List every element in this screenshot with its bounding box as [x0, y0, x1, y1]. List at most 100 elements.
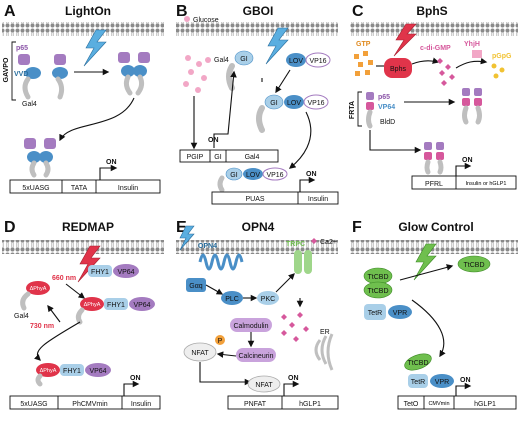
er-icon: [314, 333, 334, 371]
yhjh-enzyme: [472, 50, 482, 58]
calcium-icon: [311, 238, 317, 244]
ttcbd-label: TtCBD: [464, 262, 485, 269]
on-label: ON: [130, 375, 141, 382]
calcineurin-protein: [236, 348, 276, 362]
panel-d-letter: D: [4, 219, 16, 236]
promoter-arrow-icon: [99, 164, 118, 180]
lov-domain: [243, 168, 263, 180]
dna-construct: [9, 179, 161, 194]
fhy1-label: FHY1: [107, 302, 125, 309]
dna-construct: [397, 395, 517, 410]
dna-segment: PUAS: [245, 196, 264, 203]
membrane-icon: [176, 22, 338, 36]
panel-f-letter: F: [352, 219, 362, 236]
promoter-arrow-icon: [455, 162, 472, 176]
fhy1-domain: [104, 298, 128, 310]
vvd-domain: [27, 151, 41, 163]
panel-b: B GBOI Glucose GI Gal4 LOV VP16 GI LOV V…: [176, 3, 339, 205]
dna-segment: CMVmin: [428, 401, 449, 407]
fhy1-label: FHY1: [63, 368, 81, 375]
p65-domain: [366, 92, 374, 100]
vpr-label: VPR: [393, 310, 407, 317]
gtp-label: GTP: [356, 41, 371, 48]
pgpg-label: pGpG: [492, 53, 512, 60]
dna-segment: 5xUASG: [20, 401, 47, 408]
vp64-domain: [366, 102, 374, 110]
plc-label: PLC: [225, 296, 239, 303]
phya-label: ΔPhyA: [40, 368, 57, 374]
p65-domain: [138, 52, 150, 63]
ttcbd-domain: [363, 281, 393, 299]
panel-c-letter: C: [352, 3, 364, 20]
gavpo-bracket: [11, 41, 16, 101]
glucose-icon: [184, 16, 190, 22]
dna-segment: Insulin: [131, 401, 151, 408]
dna-segment: Insulin: [308, 196, 328, 203]
trpc-channel: [294, 250, 302, 274]
bphs-label: Bphs: [390, 66, 406, 73]
binding-arrow: [369, 130, 422, 154]
synthesis-arrow: [411, 57, 440, 65]
vp64-label: VP64: [89, 368, 106, 375]
dna-segment: PNFAT: [244, 401, 267, 408]
panel-e-letter: E: [176, 219, 187, 236]
dna-segment: PFRL: [425, 181, 443, 188]
panel-a: A LightOn GAVPO p65 VVD Gal4: [2, 3, 164, 194]
ttcbd-label: TtCBD: [408, 360, 429, 367]
vp64-domain: [85, 363, 111, 377]
dna-segment: Gal4: [245, 154, 260, 161]
vvd-domain: [133, 65, 147, 77]
tetr-domain: [408, 374, 428, 388]
dna-segment: TATA: [71, 185, 88, 192]
p65-label: p65: [16, 45, 28, 52]
phya-domain: [26, 281, 50, 295]
gal4-domain: [256, 105, 265, 133]
phosphate-label: P: [218, 338, 223, 345]
bphs-enzyme: [384, 58, 412, 78]
dna-segment: Insulin: [118, 185, 138, 192]
promoter-arrow-icon: [455, 382, 472, 396]
gal4-label: Gal4: [214, 57, 229, 64]
gal4-domain: [43, 160, 51, 178]
ttcbd-domain: [457, 255, 491, 273]
nfat-label: NFAT: [191, 350, 209, 357]
binding-arrow: [59, 97, 135, 142]
binding-arrow: [33, 321, 81, 361]
frta-label: FRTA: [349, 101, 356, 119]
gi-domain: [234, 50, 254, 66]
vvd-label: VVD: [14, 71, 28, 78]
vp16-label: VP16: [309, 58, 326, 65]
calcineurin-label: Calcineurin: [238, 353, 273, 360]
gtp-molecules: [354, 51, 373, 76]
dna-construct: [411, 175, 517, 190]
vp16-domain: [262, 167, 288, 181]
vvd-domain: [39, 151, 53, 163]
vpr-domain: [430, 374, 454, 388]
gal4-domain: [217, 175, 225, 193]
cdigmp-label: c-di-GMP: [420, 45, 451, 52]
nm730-label: 730 nm: [30, 323, 54, 330]
promoter-arrow-icon: [123, 380, 140, 396]
gi-domain: [264, 94, 284, 110]
panel-b-title: GBOI: [243, 4, 274, 18]
calcium-ions: [281, 312, 309, 342]
fhy1-domain: [88, 265, 112, 277]
dna-segment: TetO: [404, 401, 419, 408]
yhjh-label: YhjH: [464, 41, 480, 48]
dna-construct: [211, 191, 339, 205]
dna-segment: hGLP1: [474, 401, 496, 408]
vp16-label: VP16: [266, 172, 283, 179]
lov-label: LOV: [287, 100, 301, 107]
ttcbd-domain: [404, 353, 432, 371]
bldd-domain: [366, 109, 373, 129]
nfat-protein: [247, 375, 281, 393]
ttcbd-label: TtCBD: [368, 274, 389, 281]
pkc-enzyme: [257, 291, 279, 305]
dna-segment: hGLP1: [299, 401, 321, 408]
phya-label: ΔPhyA: [84, 302, 101, 308]
cdigmp-molecules: [437, 58, 455, 86]
association-arrow: [275, 69, 291, 94]
gal4-domain: [226, 63, 235, 91]
on-label: ON: [106, 159, 117, 166]
